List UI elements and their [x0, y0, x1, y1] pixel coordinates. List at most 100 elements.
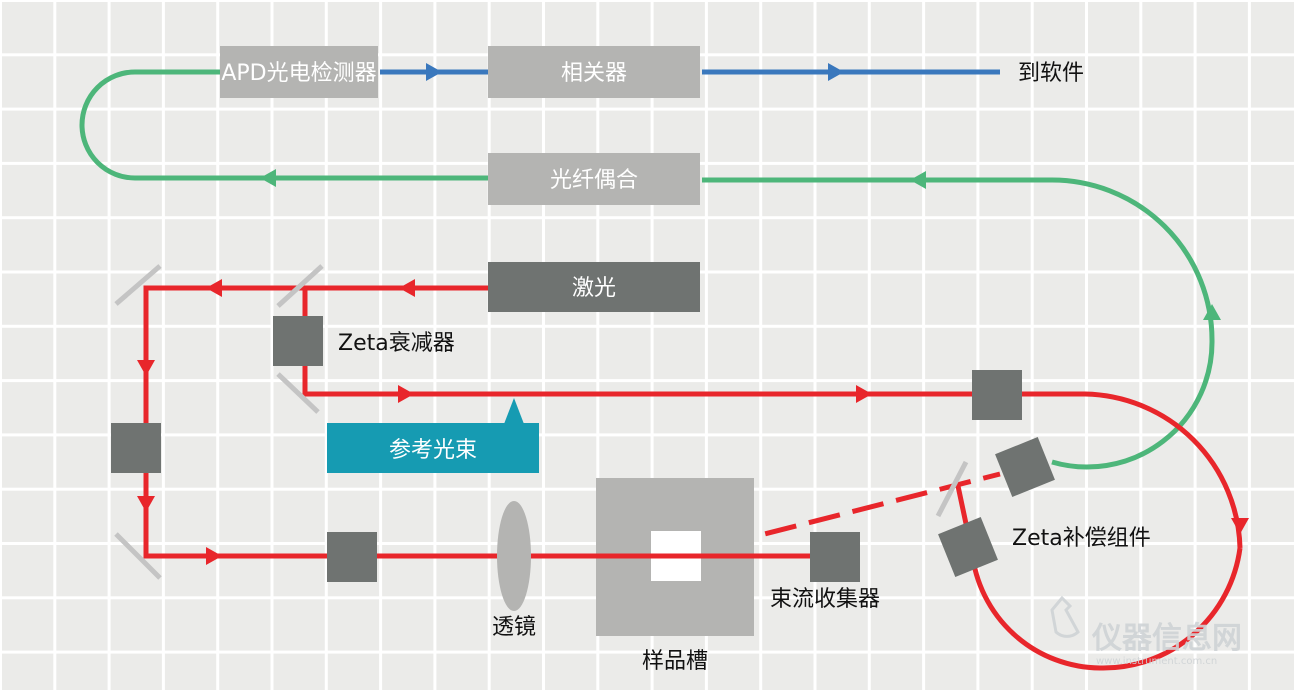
grid-cell [1196, 653, 1248, 690]
grid-cell [1250, 273, 1294, 325]
grid-cell [1250, 545, 1294, 597]
grid-cell [545, 219, 597, 271]
grid-cell [1250, 653, 1294, 690]
grid-cell [1088, 273, 1140, 325]
grid-cell [816, 2, 868, 54]
grid-cell [925, 2, 977, 54]
grid-cell [653, 219, 705, 271]
grid-cell [436, 110, 488, 162]
red-reference-beam [302, 288, 1243, 549]
callout-pointer [504, 398, 524, 424]
zeta-compensator-label: Zeta补偿组件 [1012, 526, 1151, 551]
green-arrow-right-top [910, 171, 926, 189]
grid-cell [707, 327, 760, 380]
grid-cell [382, 545, 434, 597]
grid-cell [164, 382, 217, 434]
grid-cell [762, 273, 814, 325]
grid-cell [2, 110, 54, 162]
grid-cell [1250, 2, 1294, 54]
grid-cell [110, 2, 162, 54]
grid-cell [653, 382, 705, 434]
grid-cell [1088, 219, 1140, 271]
grid-cell [1142, 545, 1194, 597]
fiber-coupling-label: 光纤偶合 [550, 168, 638, 193]
grid-cell [653, 2, 705, 54]
grid-cell [870, 436, 923, 488]
grid-cell [1142, 164, 1194, 217]
mirror-beam-splitter [276, 264, 324, 308]
grid-cell [1142, 2, 1194, 54]
grid-cell [653, 327, 705, 380]
grid-cell [1033, 490, 1085, 542]
grid-cell [707, 56, 760, 108]
grid-cell [110, 490, 162, 542]
beam-collector-label: 束流收集器 [770, 587, 880, 612]
grid-cell [56, 273, 108, 325]
grid-cell [1033, 2, 1085, 54]
grid-cell [762, 219, 814, 271]
grid-cell [1142, 56, 1194, 108]
grid-cell [436, 653, 488, 690]
grid-cell [490, 219, 542, 271]
grid-cell [273, 653, 325, 690]
grid-cell [2, 382, 54, 434]
grid-cell [1033, 164, 1085, 217]
grid-cell [599, 382, 651, 434]
grid-cell [56, 164, 108, 217]
grid-cell [870, 653, 923, 690]
grid-cell [1250, 56, 1294, 108]
grid-cell [1088, 110, 1140, 162]
grid-cell [2, 327, 54, 380]
grid-cell [2, 599, 54, 651]
grid-cell [382, 219, 434, 271]
grid-cell [110, 327, 162, 380]
blue-arrow-2 [828, 63, 844, 81]
components: APD光电检测器 相关器 到软件 光纤偶合 激光 Zeta衰减器 Zeta补偿组… [111, 46, 1151, 674]
grid-cell [762, 110, 814, 162]
beam-collector-box [810, 532, 860, 582]
grid-cell [164, 219, 217, 271]
grid-cell [164, 164, 217, 217]
watermark: 仪器信息网 www.instrument.com.cn [1050, 595, 1242, 667]
grid-cell [1088, 2, 1140, 54]
bottom-path-component [327, 532, 377, 582]
grid-cell [599, 653, 651, 690]
green-fiber-right-loop [702, 177, 1215, 470]
grid-cell [382, 56, 434, 108]
fiber-coupling-box [488, 153, 700, 205]
sample-cell-label: 样品槽 [642, 649, 708, 674]
red-arrow-down-1 [137, 360, 155, 376]
grid-cell [382, 599, 434, 651]
grid-cell [1088, 56, 1140, 108]
grid-cell [1196, 164, 1248, 217]
grid-cell [164, 327, 217, 380]
grid-cell [1088, 490, 1140, 542]
grid-cell [816, 110, 868, 162]
grid-cell [816, 164, 868, 217]
grid-cell [2, 490, 54, 542]
callout-box [327, 423, 539, 473]
grid-cell [1033, 219, 1085, 271]
grid-cell [219, 273, 271, 325]
grid-cell [707, 110, 760, 162]
green-arrow-right-up [1203, 304, 1221, 320]
grid-cell [164, 599, 217, 651]
grid-cell [273, 219, 325, 271]
grid-cell [2, 164, 54, 217]
grid-cell [382, 164, 434, 217]
grid-cell [599, 2, 651, 54]
grid-cell [2, 273, 54, 325]
grid-cell [1250, 219, 1294, 271]
grid-cell [870, 545, 923, 597]
grid-cell [599, 219, 651, 271]
grid-cell [382, 653, 434, 690]
grid-cell [1250, 599, 1294, 651]
grid-cell [327, 327, 380, 380]
grid-cell [762, 382, 814, 434]
grid-cell [1033, 273, 1085, 325]
grid-cell [1033, 382, 1085, 434]
grid-cell [2, 219, 54, 271]
correlator-box [488, 46, 700, 98]
grid-cell [979, 273, 1031, 325]
